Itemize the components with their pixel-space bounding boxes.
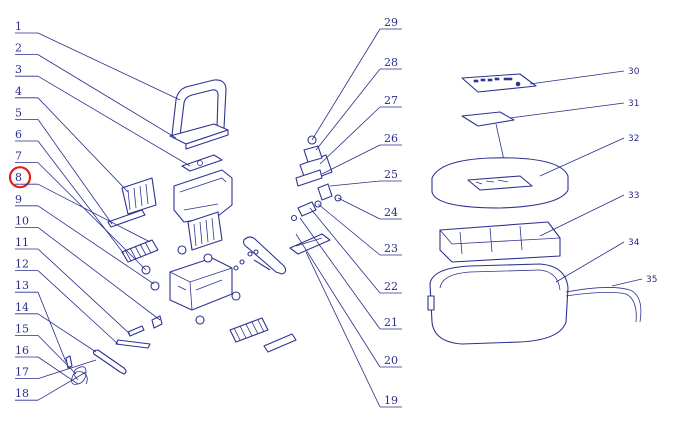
part-label-33: 33 — [628, 191, 639, 201]
main-body-part — [169, 257, 233, 311]
part-label-8: 8 — [15, 171, 22, 184]
part-label-11: 11 — [15, 236, 29, 249]
part-label-13: 13 — [15, 279, 29, 292]
leader-to-9 — [37, 205, 155, 285]
filter-cover-part — [173, 169, 233, 223]
part-label-31: 31 — [628, 99, 639, 109]
inner-tray-part — [439, 221, 561, 263]
leader-to-23 — [317, 203, 381, 256]
part-label-28: 28 — [384, 56, 398, 69]
part-label-30: 30 — [628, 67, 640, 77]
leader-to-34 — [555, 241, 625, 283]
leader-to-29 — [311, 28, 381, 141]
part-label-18: 18 — [15, 387, 29, 400]
part-label-7: 7 — [15, 150, 22, 163]
leader-to-16 — [37, 356, 79, 385]
leader-to-30 — [529, 70, 625, 85]
leader-to-3 — [37, 75, 191, 167]
leader-to-20 — [295, 233, 381, 368]
box-base-part — [427, 263, 569, 345]
shaft-part — [290, 200, 322, 222]
leader-to-31 — [509, 102, 625, 119]
brush-bar-part — [107, 209, 146, 228]
part-label-3: 3 — [15, 63, 22, 76]
part-label-5: 5 — [15, 106, 22, 119]
part-label-20: 20 — [384, 354, 398, 367]
leader-to-15 — [37, 335, 77, 375]
part-label-29: 29 — [384, 16, 398, 29]
wheel-set-part — [177, 245, 241, 325]
part-label-2: 2 — [15, 42, 22, 55]
leader-to-21 — [299, 217, 381, 330]
leader-to-35 — [611, 278, 643, 287]
part-label-6: 6 — [15, 128, 22, 141]
leader-to-26 — [321, 144, 381, 175]
leader-to-32 — [539, 137, 625, 177]
leader-to-17 — [37, 359, 97, 379]
part-label-32: 32 — [628, 134, 639, 144]
part-label-16: 16 — [15, 344, 29, 357]
leader-to-8 — [37, 183, 151, 243]
part-label-27: 27 — [384, 94, 398, 107]
leader-lines — [15, 28, 643, 408]
highlight-circle — [8, 166, 32, 189]
brush-roller-part — [121, 239, 159, 263]
bar-piece-part — [263, 333, 297, 353]
control-label-part — [461, 73, 537, 93]
power-cable-part — [565, 287, 642, 323]
leader-to-18 — [37, 371, 87, 401]
leader-to-7 — [37, 162, 147, 271]
leader-to-14 — [37, 313, 97, 353]
part-label-15: 15 — [15, 322, 29, 335]
part-label-4: 4 — [15, 85, 22, 98]
part-label-17: 17 — [15, 366, 29, 379]
leader-to-1 — [37, 32, 181, 101]
leader-to-27 — [319, 106, 381, 165]
part-label-34: 34 — [628, 238, 640, 248]
filter-basket-part — [121, 177, 157, 215]
leader-to-22 — [309, 207, 381, 294]
part-label-35: 35 — [646, 275, 657, 285]
leader-to-2 — [37, 54, 177, 139]
leader-to-12 — [37, 270, 119, 345]
leader-to-24 — [337, 197, 381, 220]
part-label-9: 9 — [15, 193, 22, 206]
motor-assembly-part — [295, 135, 342, 202]
track-belt-part — [92, 236, 287, 375]
part-label-1: 1 — [15, 20, 22, 33]
part-label-22: 22 — [384, 280, 398, 293]
leader-to-11 — [37, 248, 131, 335]
impeller-frame-part — [289, 233, 331, 255]
part-label-19: 19 — [384, 394, 398, 407]
filter-panel-part — [187, 211, 223, 251]
box-lid-part — [431, 157, 569, 209]
leader-to-13 — [37, 292, 67, 363]
bracket-part — [181, 154, 223, 172]
part-label-21: 21 — [384, 316, 398, 329]
part-label-14: 14 — [15, 301, 29, 314]
leader-to-28 — [315, 68, 381, 151]
bolt-set-part — [233, 249, 259, 271]
part-label-24: 24 — [384, 206, 398, 219]
part-label-10: 10 — [15, 214, 29, 227]
lid-top-part — [169, 123, 229, 150]
leader-to-6 — [37, 140, 125, 255]
part-label-23: 23 — [384, 242, 398, 255]
leader-to-10 — [37, 227, 161, 321]
leader-to-5 — [37, 119, 113, 225]
leader-to-4 — [37, 97, 129, 193]
gasket-part — [461, 111, 515, 161]
part-label-26: 26 — [384, 132, 398, 145]
leader-to-33 — [539, 194, 625, 237]
leader-to-25 — [329, 180, 381, 187]
brush-roller-lower-part — [229, 317, 269, 343]
clip-part — [151, 315, 163, 329]
part-number-labels: 1234567891011121314151617182928272625242… — [15, 16, 657, 407]
leader-to-19 — [305, 251, 381, 408]
part-label-25: 25 — [384, 168, 398, 181]
part-label-12: 12 — [15, 258, 29, 271]
